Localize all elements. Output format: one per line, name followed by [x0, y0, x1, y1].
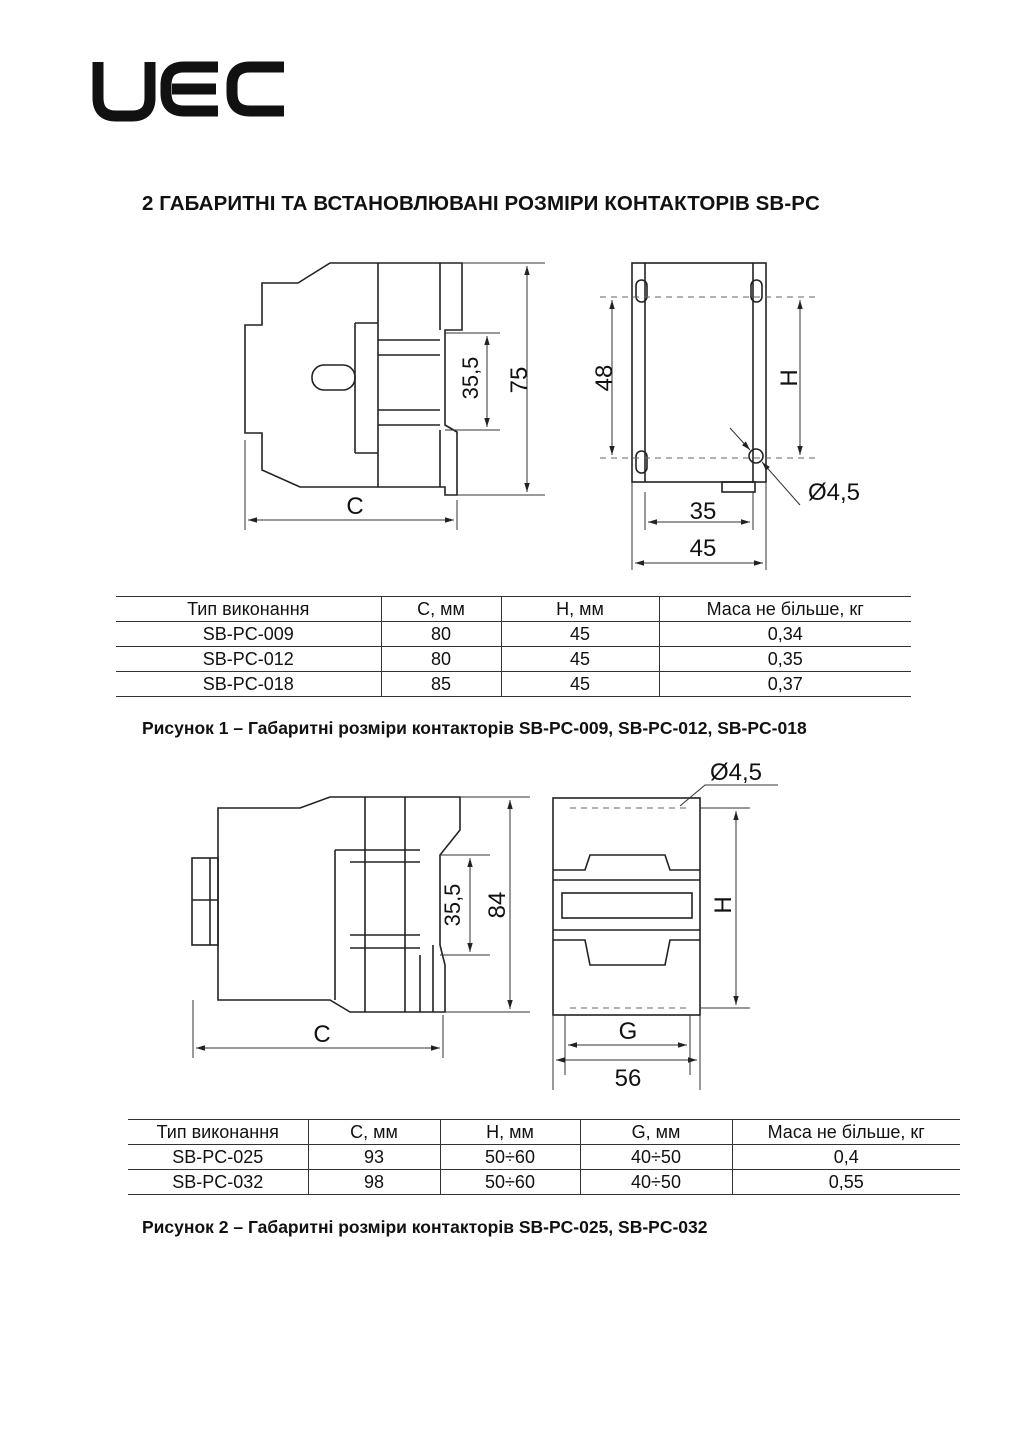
dim-diameter: Ø4,5: [808, 479, 860, 506]
side-view: 84 35,5 C: [191, 796, 530, 1058]
dim-c: C: [346, 493, 363, 520]
figure1-table: Тип виконання C, мм H, мм Маса не більше…: [116, 596, 911, 697]
figure2-table: Тип виконання C, мм H, мм G, мм Маса не …: [128, 1119, 960, 1195]
dim-diameter: Ø4,5: [710, 759, 762, 786]
col-header: C, мм: [308, 1119, 441, 1145]
table-cell: 40÷50: [580, 1144, 733, 1170]
table-cell: 45: [501, 646, 660, 672]
table-cell: 98: [308, 1169, 441, 1195]
table-cell: SB-PC-009: [116, 621, 382, 647]
col-header: Тип виконання: [128, 1119, 309, 1145]
dim-g: G: [619, 1018, 638, 1045]
table-cell: 0,35: [767, 649, 803, 669]
table-cell: 85: [381, 671, 502, 697]
table-cell: 0,55: [828, 1172, 864, 1192]
dim-75: 75: [506, 367, 533, 394]
table-cell: SB-PC-032: [128, 1169, 309, 1195]
table-cell: SB-PC-025: [128, 1144, 309, 1170]
front-view: 48 H Ø4,5 35 45: [591, 262, 860, 570]
col-header: H, мм: [440, 1119, 581, 1145]
table-cell: SB-PC-018: [116, 671, 382, 697]
col-header: Маса не більше, кг: [706, 599, 864, 619]
table-cell: 0,37: [767, 674, 803, 694]
col-header: Тип виконання: [116, 596, 382, 622]
table-cell: SB-PC-012: [116, 646, 382, 672]
section-heading: 2 ГАБАРИТНІ ТА ВСТАНОВЛЮВАНІ РОЗМІРИ КОН…: [142, 192, 820, 215]
dim-35-5: 35,5: [440, 884, 465, 927]
table-cell: 0,4: [833, 1147, 859, 1167]
table-cell: 93: [308, 1144, 441, 1170]
col-header: Маса не більше, кг: [767, 1122, 925, 1142]
dim-84: 84: [484, 892, 511, 919]
table-cell: 50÷60: [440, 1144, 581, 1170]
col-header: C, мм: [381, 596, 502, 622]
side-view: 75 35,5 C: [244, 262, 545, 530]
table-cell: 50÷60: [440, 1169, 581, 1195]
dim-35: 35: [690, 498, 717, 525]
figure1-drawing: 75 35,5 C 48 H Ø4,5 35 45: [244, 262, 860, 570]
dim-35-5: 35,5: [458, 357, 483, 400]
table-cell: 45: [501, 671, 660, 697]
figure1-caption: Рисунок 1 – Габаритні розміри контакторі…: [142, 718, 807, 738]
col-header: G, мм: [580, 1119, 733, 1145]
table-cell: 0,34: [767, 624, 803, 644]
col-header: H, мм: [501, 596, 660, 622]
table-cell: 80: [381, 646, 502, 672]
table-cell: 45: [501, 621, 660, 647]
front-view: Ø4,5 H G 56: [552, 759, 778, 1092]
dim-56: 56: [615, 1065, 642, 1092]
table-cell: 80: [381, 621, 502, 647]
table-cell: 40÷50: [580, 1169, 733, 1195]
figure2-drawing: 84 35,5 C Ø4,5 H G 56: [191, 759, 778, 1092]
dim-48: 48: [591, 365, 618, 392]
dim-h: H: [710, 896, 737, 913]
dim-h: H: [776, 369, 803, 386]
dim-c: C: [313, 1021, 330, 1048]
dim-45: 45: [690, 535, 717, 562]
uec-logo: [92, 61, 284, 122]
figure2-caption: Рисунок 2 – Габаритні розміри контакторі…: [142, 1217, 708, 1237]
